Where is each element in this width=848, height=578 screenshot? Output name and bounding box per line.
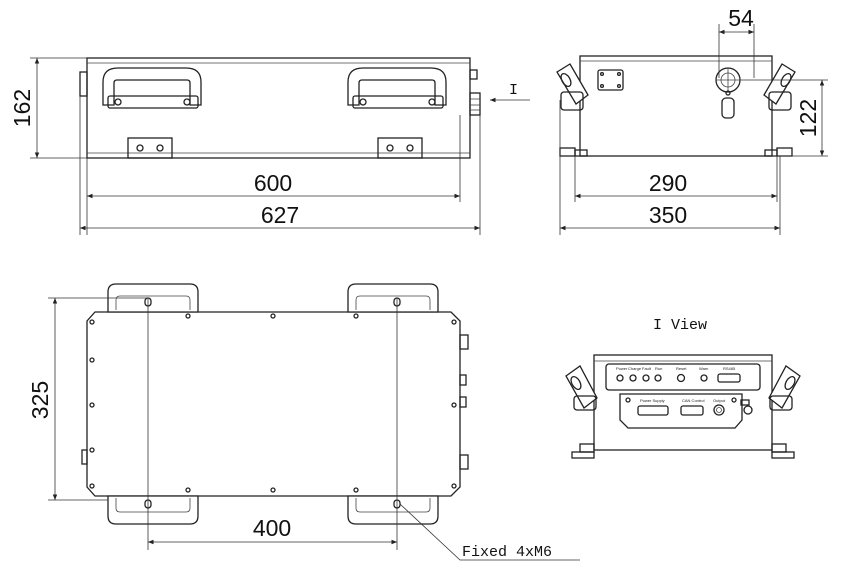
i-view-handle-left	[565, 365, 598, 411]
panel-label-run: Run	[655, 366, 662, 371]
panel-indicators: Power Charge Fault Run Reset Warn RS485	[616, 366, 741, 383]
front-foot-right	[377, 137, 423, 159]
front-handle-right	[347, 67, 447, 109]
fixing-note: Fixed 4xM6	[462, 544, 552, 561]
view-title: I View	[653, 317, 707, 334]
top-view: 325 400 Fixed 4xM6	[27, 283, 580, 561]
power-connector	[637, 405, 669, 416]
connector-plate	[619, 393, 743, 429]
i-view-body	[593, 354, 773, 451]
front-view: 162 600 627 I	[9, 57, 530, 235]
side-view: 54 122 290 350	[556, 5, 828, 235]
panel-label-warn: Warn	[699, 366, 708, 371]
dim-front-total-width: 627	[261, 202, 299, 228]
dim-front-height: 162	[9, 89, 35, 127]
panel-label-rs485: RS485	[723, 366, 736, 371]
panel-label-charge: Charge	[628, 366, 642, 371]
panel-label-power: Power	[616, 366, 628, 371]
dim-top-depth: 325	[27, 381, 53, 419]
panel-label-fault: Fault	[642, 366, 652, 371]
dim-side-inner-width: 290	[649, 170, 687, 196]
output-connector	[713, 404, 725, 416]
front-foot-left	[127, 137, 173, 159]
side-body	[579, 55, 773, 157]
top-handle-lower-left	[107, 495, 199, 525]
top-screws	[89, 313, 457, 493]
side-handle-right	[763, 63, 796, 111]
top-handle-upper-right	[347, 283, 439, 313]
top-handle-upper-left	[107, 283, 199, 313]
dim-side-total-width: 350	[649, 202, 687, 228]
i-view-handle-right	[768, 365, 801, 411]
connector-label-output: Output	[713, 398, 726, 403]
panel-label-reset: Reset	[676, 366, 687, 371]
top-body	[86, 311, 461, 497]
dim-top-hole-spacing: 400	[253, 515, 291, 541]
connector-label-power: Power Supply	[640, 398, 665, 403]
control-panel	[605, 363, 761, 391]
dim-front-inner-width: 600	[254, 170, 292, 196]
connector-label-can: CAN Control	[682, 398, 705, 403]
dim-side-height: 122	[795, 99, 821, 137]
view-arrow-label: I	[509, 82, 518, 99]
dim-side-connector-width: 54	[728, 5, 754, 31]
side-handle-left	[556, 63, 589, 111]
top-handle-lower-right	[347, 495, 439, 525]
i-view: I View Power Charge Fault Run Reset Warn…	[565, 317, 801, 459]
front-handle-left	[102, 67, 202, 109]
